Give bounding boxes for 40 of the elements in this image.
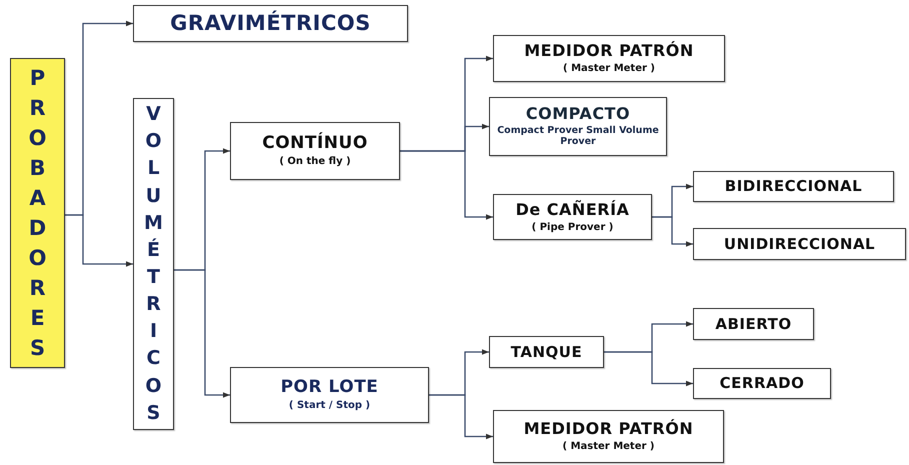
category-title: CONTÍNUO: [262, 134, 368, 154]
category-title: MEDIDOR PATRÓN: [524, 420, 694, 438]
category-title: PROBADORES: [28, 64, 48, 362]
category-box: [489, 97, 667, 156]
category-box: [693, 368, 831, 399]
connector-arrow: [604, 351, 693, 386]
category-box: [493, 410, 724, 463]
connector-arrow: [65, 214, 133, 267]
category-subtitle: Compact Prover Small Volume Prover: [497, 126, 659, 148]
connector-arrow: [174, 269, 230, 398]
category-title: VOLUMÉTRICOS: [144, 102, 163, 426]
category-box: [493, 35, 725, 82]
category-subtitle: ( Pipe Prover ): [532, 222, 614, 234]
category-subtitle: ( Master Meter ): [562, 441, 654, 453]
category-title: POR LOTE: [280, 378, 378, 398]
vertical-category-box: [133, 98, 174, 430]
category-subtitle: ( Master Meter ): [563, 63, 655, 75]
category-box: [133, 5, 408, 42]
vertical-category-box: [10, 58, 65, 368]
category-title: BIDIRECCIONAL: [724, 178, 862, 195]
category-title: UNIDIRECCIONAL: [724, 236, 876, 252]
category-box: [693, 308, 814, 340]
category-title: De CAÑERÍA: [516, 200, 630, 219]
connector-arrow: [429, 394, 493, 440]
category-title: GRAVIMÉTRICOS: [170, 12, 371, 36]
category-box: [693, 171, 894, 202]
category-title: CERRADO: [720, 375, 804, 392]
category-box: [230, 122, 400, 180]
connector-arrow: [652, 216, 693, 247]
category-box: [230, 367, 429, 423]
connector-arrow: [400, 150, 493, 220]
category-box: [693, 228, 906, 260]
category-box: [493, 194, 652, 240]
category-title: TANQUE: [510, 344, 582, 360]
category-title: MEDIDOR PATRÓN: [524, 42, 694, 60]
category-title: COMPACTO: [526, 105, 630, 123]
category-subtitle: ( Start / Stop ): [288, 400, 370, 412]
category-box: [489, 336, 604, 368]
category-subtitle: ( On the fly ): [279, 156, 351, 168]
category-title: ABIERTO: [715, 316, 792, 332]
